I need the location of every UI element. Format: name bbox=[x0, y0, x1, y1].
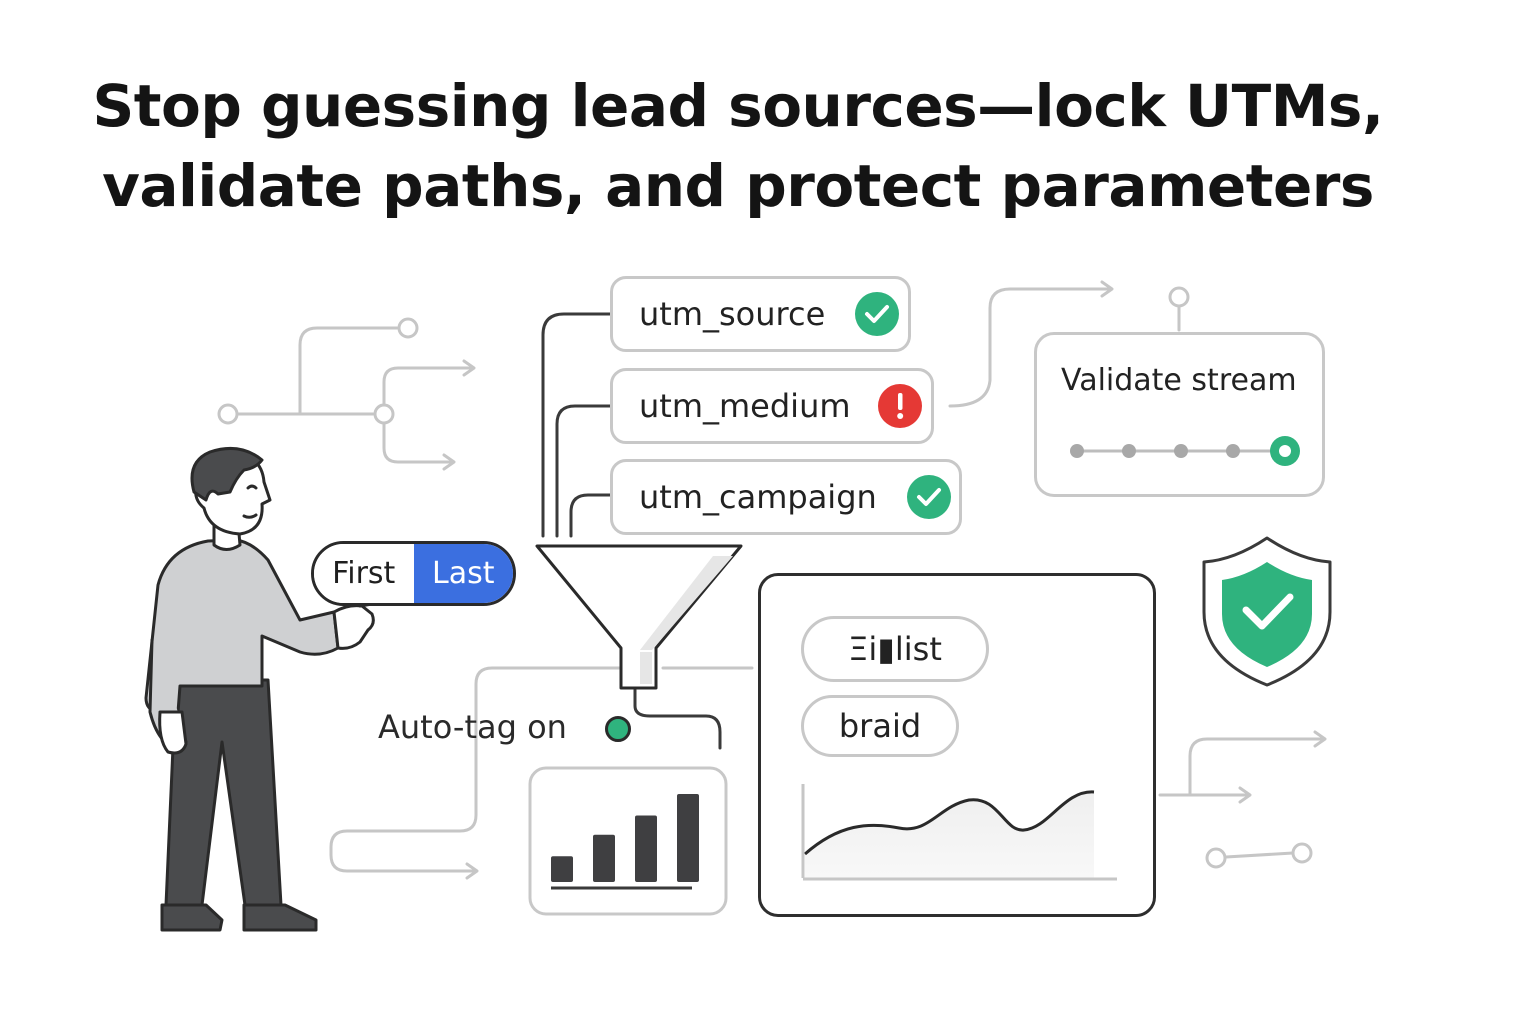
stream-step-1[interactable] bbox=[1070, 444, 1084, 458]
bar-3 bbox=[635, 815, 657, 882]
area-chart-fill bbox=[805, 791, 1094, 878]
headline: Stop guessing lead sources—lock UTMs, va… bbox=[0, 66, 1476, 226]
stream-progress-track bbox=[1070, 436, 1300, 466]
funnel-icon bbox=[535, 544, 743, 690]
bar-chart-card bbox=[528, 766, 728, 916]
bar-1 bbox=[551, 856, 573, 882]
exclamation-icon bbox=[878, 384, 922, 428]
utm-campaign-pill[interactable]: utm_campaign bbox=[610, 459, 962, 535]
data-panel: Ξi▮list braid bbox=[758, 573, 1156, 917]
headline-line-2: validate paths, and protect parameters bbox=[102, 152, 1374, 220]
bar-4 bbox=[677, 794, 699, 882]
toggle-option-first[interactable]: First bbox=[314, 544, 414, 603]
toggle-option-last[interactable]: Last bbox=[413, 544, 513, 603]
panel-row-braid-label: braid bbox=[838, 707, 922, 745]
utm-campaign-label: utm_campaign bbox=[639, 478, 877, 516]
stream-step-4[interactable] bbox=[1226, 444, 1240, 458]
validate-stream-card: Validate stream bbox=[1034, 332, 1325, 497]
stream-step-active-center bbox=[1279, 445, 1291, 457]
headline-line-1: Stop guessing lead sources—lock UTMs, bbox=[92, 72, 1384, 140]
utm-medium-pill[interactable]: utm_medium bbox=[610, 368, 934, 444]
stream-step-2[interactable] bbox=[1122, 444, 1136, 458]
attribution-toggle[interactable]: First Last bbox=[311, 541, 516, 606]
bottom-left-connector bbox=[329, 666, 754, 880]
utm-source-label: utm_source bbox=[639, 295, 826, 333]
check-icon bbox=[855, 292, 899, 336]
bar-2 bbox=[593, 834, 615, 882]
auto-tag-label: Auto-tag on bbox=[378, 708, 567, 746]
panel-row-list[interactable]: Ξi▮list bbox=[801, 616, 989, 682]
person-illustration bbox=[144, 446, 375, 932]
panel-row-braid[interactable]: braid bbox=[801, 695, 959, 757]
area-chart-line bbox=[804, 790, 1095, 856]
shield-check-icon bbox=[1202, 536, 1332, 687]
left-connector-tree bbox=[217, 317, 476, 471]
panel-row-list-label: Ξi▮list bbox=[848, 630, 942, 668]
area-chart bbox=[801, 784, 1117, 881]
stream-step-3[interactable] bbox=[1174, 444, 1188, 458]
utm-medium-label: utm_medium bbox=[639, 387, 851, 425]
check-icon bbox=[907, 475, 951, 519]
validate-stream-title: Validate stream bbox=[1061, 363, 1297, 398]
auto-tag-status-dot[interactable] bbox=[605, 716, 631, 742]
utm-feed-lines bbox=[541, 312, 722, 750]
utm-source-pill[interactable]: utm_source bbox=[610, 276, 911, 352]
